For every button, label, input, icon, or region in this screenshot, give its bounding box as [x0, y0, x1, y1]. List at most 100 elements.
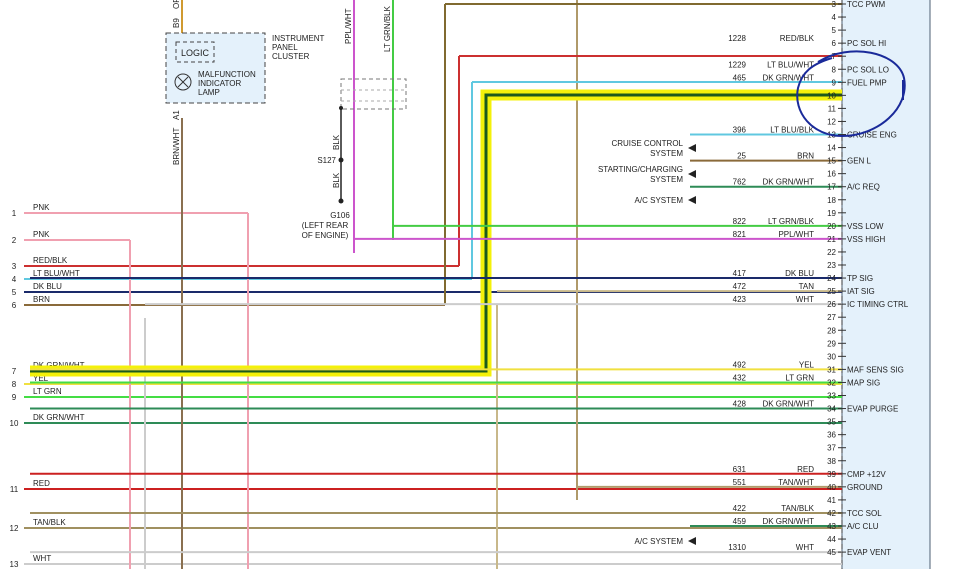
annotation-circle	[796, 50, 906, 138]
pcm-pin-number: 15	[827, 157, 836, 166]
logic-label: LOGIC	[181, 48, 210, 58]
pcm-pin-number: 7	[832, 52, 837, 61]
pcm-pin-number: 34	[827, 405, 836, 414]
ground-label-3: OF ENGINE)	[302, 231, 349, 240]
wire-color-label: LT GRN	[785, 373, 814, 382]
left-pin-wire-label: RED	[33, 479, 50, 488]
starting-arrow-icon	[688, 170, 696, 178]
pcm-pin-number: 18	[827, 196, 836, 205]
pcm-pin-function: A/C REQ	[847, 183, 880, 192]
pcm-pin-number: 31	[827, 365, 836, 374]
logic-box	[175, 41, 215, 63]
pcm-pin-number: 30	[827, 352, 836, 361]
left-pin-number: 2	[12, 236, 17, 245]
wire-color-label: BRN	[797, 152, 814, 161]
circuit-numbers: 1228122946539625762822821417472423492432…	[728, 34, 746, 552]
left-pin-wire-label: DK BLU	[33, 282, 62, 291]
pcm-pin-number: 6	[832, 39, 837, 48]
circuit-number: 492	[733, 360, 747, 369]
circuit-number: 472	[733, 282, 747, 291]
pcm-pin-number: 19	[827, 209, 836, 218]
ipc-label-1: INSTRUMENT	[272, 34, 325, 43]
pcm-pin-number: 36	[827, 431, 836, 440]
circuit-number: 1229	[728, 60, 746, 69]
cruise-label-1: CRUISE CONTROL	[611, 139, 683, 148]
left-pin-wire-label: PNK	[33, 230, 50, 239]
pcm-pin-number: 33	[827, 392, 836, 401]
pcm-pin-number: 12	[827, 117, 836, 126]
wire-color-label: DK GRN/WHT	[762, 73, 814, 82]
wire-color-label: LT GRN/BLK	[768, 217, 815, 226]
blk-label-1: BLK	[332, 134, 341, 150]
pcm-pin-function: TCC PWM	[847, 0, 886, 9]
pcm-pin-number: 26	[827, 300, 836, 309]
pcm-pin-number: 17	[827, 183, 836, 192]
pcm-pin-function: IAT SIG	[847, 287, 875, 296]
fuel-pump-circuit-highlight	[30, 89, 842, 377]
ground-label-1: G106	[330, 211, 350, 220]
circuit-number: 551	[733, 478, 747, 487]
left-pin-number: 4	[12, 275, 17, 284]
pcm-pin-number: 42	[827, 509, 836, 518]
ac-system-label-1: A/C SYSTEM	[635, 196, 684, 205]
wire-color-label: TAN/WHT	[778, 478, 814, 487]
pcm-pin-number: 43	[827, 522, 836, 531]
left-pin-wire-label: DK GRN/WHT	[33, 413, 85, 422]
circuit-number: 423	[733, 295, 747, 304]
wire-ltgrn-label: LT GRN/BLK	[383, 5, 392, 52]
left-pin-wire-label: WHT	[33, 554, 51, 563]
pcm-pin-function: PC SOL HI	[847, 39, 886, 48]
pcm-pin-number: 10	[827, 91, 836, 100]
shield-box	[340, 78, 407, 110]
splice-label: S127	[317, 156, 336, 165]
wire-color-label: DK GRN/WHT	[762, 400, 814, 409]
pcm-pin-function: MAP SIG	[847, 378, 880, 387]
pcm-pin-function: VSS LOW	[847, 222, 884, 231]
pcm-pin-function: FUEL PMP	[847, 78, 887, 87]
left-pin-wire-label: BRN	[33, 295, 50, 304]
left-pin-wire-label: LT BLU/WHT	[33, 269, 80, 278]
blk-label-2: BLK	[332, 172, 341, 188]
pcm-pin-function: MAF SENS SIG	[847, 365, 904, 374]
pcm-pin-function: IC TIMING CTRL	[847, 300, 909, 309]
cluster-wire-or: OR	[172, 0, 181, 9]
ground-label-2: (LEFT REAR	[302, 221, 349, 230]
pcm-pin-number: 3	[832, 0, 837, 9]
left-pin-number: 3	[12, 262, 17, 271]
ground-icon	[338, 198, 344, 204]
pcm-pin-function: CRUISE ENG	[847, 131, 897, 140]
pcm-pin-function: EVAP VENT	[847, 548, 891, 557]
wire-color-label: RED	[797, 465, 814, 474]
pcm-connector-body	[841, 0, 931, 569]
left-pin-number: 8	[12, 380, 17, 389]
cluster-pin-a1: A1	[172, 110, 181, 120]
pcm-pin-number: 28	[827, 326, 836, 335]
pcm-pin-number: 11	[828, 104, 837, 113]
wire-color-label: RED/BLK	[780, 34, 815, 43]
starting-label-2: SYSTEM	[650, 175, 683, 184]
circuit-number: 25	[737, 152, 746, 161]
left-pin-number: 13	[10, 560, 19, 569]
pcm-pin-number: 29	[827, 339, 836, 348]
circuit-number: 1228	[728, 34, 746, 43]
left-pin-number: 10	[10, 419, 19, 428]
wire-color-label: DK GRN/WHT	[762, 178, 814, 187]
pcm-pin-number: 8	[832, 65, 837, 74]
ipc-label-2: PANEL	[272, 43, 298, 52]
wire-color-label: LT BLU/BLK	[770, 126, 814, 135]
pcm-pin-function: CMP +12V	[847, 470, 886, 479]
left-pin-number: 11	[10, 485, 19, 494]
pcm-pin-number: 37	[827, 444, 836, 453]
wire-ppl-label: PPL/WHT	[344, 8, 353, 44]
ac-arrow-icon-1	[688, 196, 696, 204]
pcm-pin-number: 22	[827, 248, 836, 257]
wire-color-label: PPL/WHT	[778, 230, 814, 239]
pcm-pin-number: 9	[832, 78, 837, 87]
wire-color-label: WHT	[796, 543, 814, 552]
instrument-panel-cluster: LOGIC MALFUNCTION INDICATOR LAMP INSTRUM…	[165, 0, 325, 165]
pcm-pin-number: 32	[827, 378, 836, 387]
pcm-pin-number: 35	[827, 418, 836, 427]
circuit-number: 422	[733, 504, 747, 513]
